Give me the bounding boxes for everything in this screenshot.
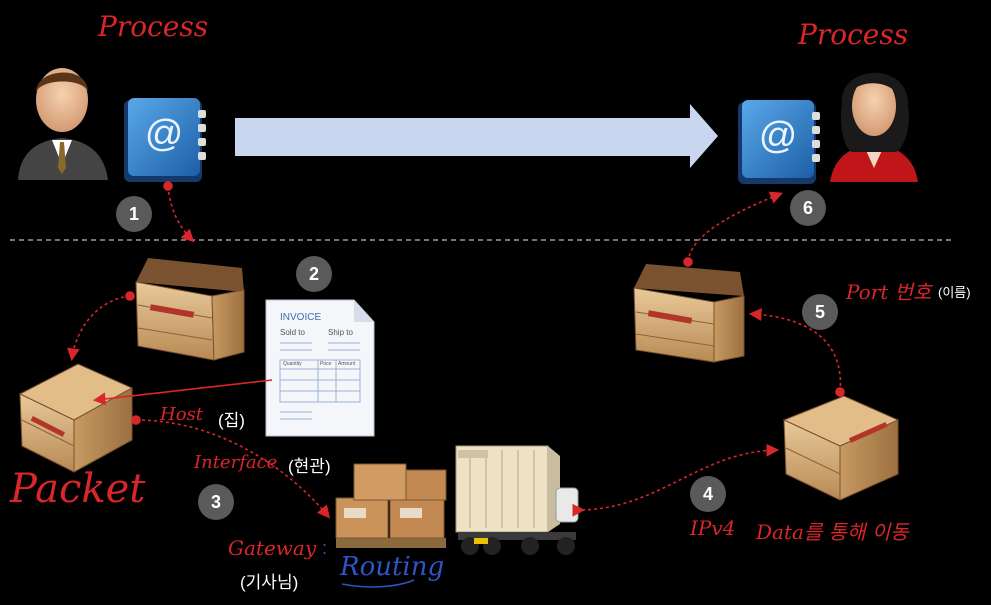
host-ko-label: (집) (218, 411, 245, 430)
interface-label: Interface (194, 452, 278, 473)
crate-icon (782, 395, 900, 501)
crate-icon (135, 258, 245, 361)
container-truck-icon (455, 445, 579, 555)
process-arrow (235, 104, 718, 168)
flow-arrow-6 (683, 191, 783, 267)
ipv4-desc-label: Data를 통해 이동 (756, 520, 909, 544)
process-label-left: Process (98, 10, 209, 43)
invoice-ship-to: Ship to (328, 328, 353, 337)
businessman-icon (18, 68, 108, 180)
ipv4-label: IPv4 (690, 516, 736, 540)
crate-icon (18, 363, 134, 473)
flow-arrow-gateway (131, 415, 331, 519)
invoice-col-quantity: Quantity (283, 361, 302, 367)
pallet-boxes-icon (335, 463, 447, 548)
crate-icon (633, 264, 745, 363)
interface-ko-label: (현관) (288, 457, 331, 476)
process-label-right: Process (798, 18, 909, 51)
invoice-col-price: Price (320, 361, 332, 367)
routing-underline (341, 579, 415, 588)
businesswoman-icon (830, 72, 918, 182)
step-badge-6: 6 (790, 190, 826, 226)
step-badge-5: 5 (802, 294, 838, 330)
address-book-icon: @ (124, 98, 206, 182)
invoice-col-amount: Amount (338, 361, 356, 367)
gateway-separator: : (322, 538, 328, 558)
invoice-to-packet-line (92, 379, 273, 406)
svg-text:@: @ (759, 115, 798, 157)
invoice-icon (265, 299, 375, 437)
gateway-label: Gateway (228, 536, 317, 560)
svg-text:@: @ (145, 113, 184, 155)
flow-arrow-packet (67, 291, 135, 362)
address-book-icon: @ (738, 100, 820, 184)
gateway-ko-label: (기사님) (240, 573, 299, 592)
packet-label: Packet (10, 466, 146, 512)
step-badge-1: 1 (116, 196, 152, 232)
invoice-title: INVOICE (280, 312, 322, 323)
port-ko-label: (이름) (938, 285, 971, 300)
port-label: Port 번호 (846, 280, 932, 304)
flow-arrow-4 (572, 443, 780, 517)
host-label: Host (160, 404, 204, 425)
flow-arrow-5 (748, 308, 845, 397)
step-badge-3: 3 (198, 484, 234, 520)
routing-label: Routing (340, 552, 445, 582)
invoice-sold-to: Sold to (280, 328, 305, 337)
step-badge-4: 4 (690, 476, 726, 512)
step-badge-2: 2 (296, 256, 332, 292)
flow-arrow-1 (163, 181, 195, 243)
